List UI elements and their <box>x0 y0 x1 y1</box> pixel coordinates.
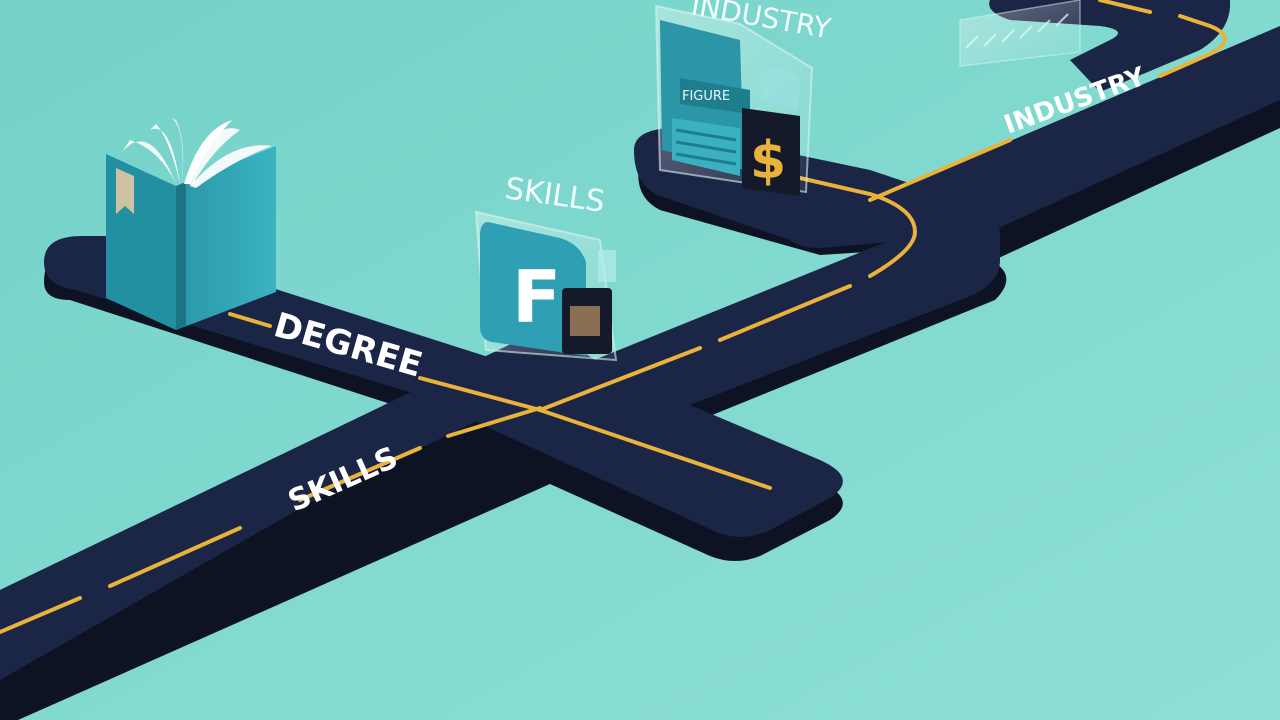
industry-panel: FIGURE $ <box>654 4 814 196</box>
industry-panel-small-text: FIGURE <box>682 89 730 104</box>
road-segment-industry-far <box>900 26 1280 232</box>
top-right-glass-panel <box>959 0 1081 67</box>
road-segment-top <box>989 0 1231 92</box>
dollar-sign-icon: $ <box>750 131 786 191</box>
skills-sign: F <box>474 210 618 362</box>
skills-sign-letter: F <box>512 255 561 339</box>
lane-markings <box>0 0 1227 634</box>
open-book-icon <box>106 116 276 330</box>
letter-f-sign-icon <box>480 222 586 356</box>
